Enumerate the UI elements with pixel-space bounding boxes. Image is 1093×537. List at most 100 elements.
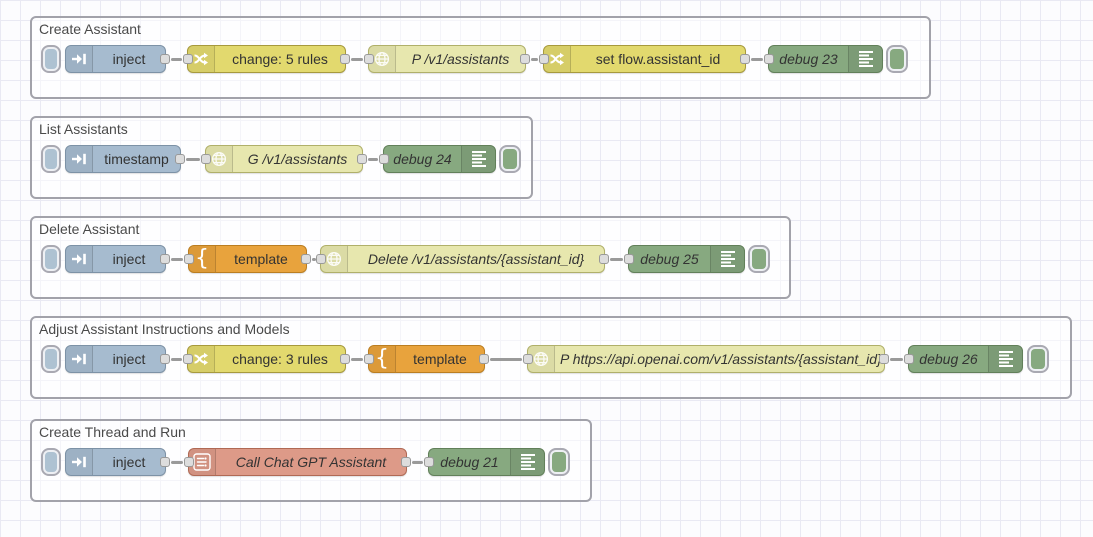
- node-inject[interactable]: inject: [65, 245, 170, 273]
- output-port[interactable]: [479, 354, 489, 364]
- node-label: G /v1/assistants: [247, 151, 348, 167]
- wire[interactable]: [171, 258, 183, 261]
- input-port[interactable]: [364, 354, 374, 364]
- wire[interactable]: [171, 58, 182, 61]
- debug-toggle-button[interactable]: [886, 45, 908, 73]
- wire[interactable]: [610, 258, 623, 261]
- console-lines-icon: [461, 146, 495, 172]
- inject-arrow-icon: [66, 246, 93, 272]
- output-port[interactable]: [599, 254, 609, 264]
- output-port[interactable]: [160, 54, 170, 64]
- output-port[interactable]: [160, 354, 170, 364]
- output-port[interactable]: [879, 354, 889, 364]
- node-label: inject: [112, 351, 146, 367]
- inject-trigger-button[interactable]: [41, 45, 61, 73]
- console-lines-icon: [988, 346, 1022, 372]
- input-port[interactable]: [539, 54, 549, 64]
- input-port[interactable]: [316, 254, 326, 264]
- console-lines-icon: [510, 449, 544, 475]
- console-lines-icon: [710, 246, 744, 272]
- node-debug[interactable]: debug 26: [904, 345, 1023, 373]
- inject-trigger-button[interactable]: [41, 145, 61, 173]
- input-port[interactable]: [523, 354, 533, 364]
- wire[interactable]: [890, 358, 903, 361]
- node-inject[interactable]: inject: [65, 448, 170, 476]
- node-subflow-call-chatgpt[interactable]: Call Chat GPT Assistant: [184, 448, 411, 476]
- output-port[interactable]: [520, 54, 530, 64]
- node-label: debug 23: [779, 51, 838, 67]
- output-port[interactable]: [340, 54, 350, 64]
- debug-toggle-button[interactable]: [548, 448, 570, 476]
- node-http-request[interactable]: P https://api.openai.com/v1/assistants/{…: [523, 345, 889, 373]
- node-inject[interactable]: inject: [65, 345, 170, 373]
- input-port[interactable]: [183, 54, 193, 64]
- node-label: change: 5 rules: [232, 51, 328, 67]
- node-change[interactable]: change: 5 rules: [183, 45, 350, 73]
- node-label: change: 3 rules: [232, 351, 328, 367]
- input-port[interactable]: [904, 354, 914, 364]
- inject-arrow-icon: [66, 146, 93, 172]
- debug-toggle-button[interactable]: [748, 245, 770, 273]
- node-template[interactable]: { template: [184, 245, 311, 273]
- node-change[interactable]: change: 3 rules: [183, 345, 350, 373]
- output-port[interactable]: [301, 254, 311, 264]
- group-title: List Assistants: [39, 121, 128, 137]
- input-port[interactable]: [379, 154, 389, 164]
- node-debug[interactable]: debug 25: [624, 245, 745, 273]
- node-debug[interactable]: debug 24: [379, 145, 496, 173]
- output-port[interactable]: [740, 54, 750, 64]
- node-label: P https://api.openai.com/v1/assistants/{…: [560, 351, 882, 367]
- node-label: debug 21: [440, 454, 499, 470]
- group-title: Create Assistant: [39, 21, 141, 37]
- output-port[interactable]: [175, 154, 185, 164]
- input-port[interactable]: [201, 154, 211, 164]
- wire[interactable]: [368, 158, 378, 161]
- wire[interactable]: [490, 358, 522, 361]
- node-change[interactable]: set flow.assistant_id: [539, 45, 750, 73]
- output-port[interactable]: [401, 457, 411, 467]
- node-http-request[interactable]: G /v1/assistants: [201, 145, 367, 173]
- wire[interactable]: [312, 258, 316, 261]
- wire[interactable]: [186, 158, 200, 161]
- node-label: template: [413, 351, 467, 367]
- input-port[interactable]: [424, 457, 434, 467]
- node-label: debug 24: [393, 151, 452, 167]
- node-label: inject: [112, 454, 146, 470]
- input-port[interactable]: [764, 54, 774, 64]
- inject-arrow-icon: [66, 346, 93, 372]
- wire[interactable]: [531, 58, 538, 61]
- node-inject[interactable]: timestamp: [65, 145, 185, 173]
- input-port[interactable]: [364, 54, 374, 64]
- node-label: Delete /v1/assistants/{assistant_id}: [367, 251, 585, 267]
- input-port[interactable]: [183, 354, 193, 364]
- input-port[interactable]: [184, 254, 194, 264]
- wire[interactable]: [171, 461, 183, 464]
- wire[interactable]: [412, 461, 423, 464]
- node-http-request[interactable]: P /v1/assistants: [364, 45, 530, 73]
- node-label: inject: [112, 251, 146, 267]
- node-inject[interactable]: inject: [65, 45, 170, 73]
- output-port[interactable]: [160, 457, 170, 467]
- debug-toggle-button[interactable]: [499, 145, 521, 173]
- output-port[interactable]: [160, 254, 170, 264]
- wire[interactable]: [171, 358, 182, 361]
- wire[interactable]: [751, 58, 763, 61]
- node-template[interactable]: { template: [364, 345, 489, 373]
- wire[interactable]: [351, 358, 363, 361]
- node-label: debug 25: [640, 251, 699, 267]
- inject-trigger-button[interactable]: [41, 245, 61, 273]
- input-port[interactable]: [184, 457, 194, 467]
- debug-toggle-button[interactable]: [1027, 345, 1049, 373]
- node-debug[interactable]: debug 23: [764, 45, 883, 73]
- node-label: debug 26: [919, 351, 978, 367]
- inject-trigger-button[interactable]: [41, 345, 61, 373]
- input-port[interactable]: [624, 254, 634, 264]
- node-label: P /v1/assistants: [411, 51, 510, 67]
- inject-trigger-button[interactable]: [41, 448, 61, 476]
- node-debug[interactable]: debug 21: [424, 448, 545, 476]
- node-http-request[interactable]: Delete /v1/assistants/{assistant_id}: [316, 245, 609, 273]
- wire[interactable]: [351, 58, 363, 61]
- output-port[interactable]: [357, 154, 367, 164]
- output-port[interactable]: [340, 354, 350, 364]
